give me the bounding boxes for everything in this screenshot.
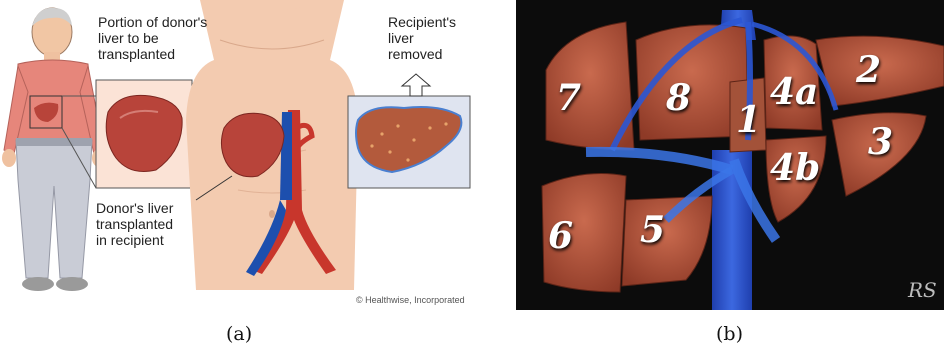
removed-liver-inset [348, 96, 470, 188]
segment-label-4a: 4a [770, 74, 818, 110]
segment-label-2: 2 [856, 52, 881, 88]
segment-label-5: 5 [640, 212, 665, 248]
segment-label-4b: 4b [770, 150, 820, 186]
panel-a-liver-transplant-illustration: Portion of donor's liver to be transplan… [0, 0, 480, 310]
segment-label-7: 7 [556, 80, 581, 116]
credit-text: © Healthwise, Incorporated [356, 295, 465, 305]
caption-b: (b) [716, 323, 743, 345]
donor-figure [2, 8, 106, 291]
recipient-removed-label: Recipient's liver removed [388, 14, 456, 62]
artist-signature: RS [908, 278, 937, 302]
segment-label-6: 6 [548, 218, 573, 254]
panel-b-liver-segments-illustration: 7 8 1 4a 2 3 4b 6 5 RS [516, 0, 944, 310]
segment-label-3: 3 [868, 124, 893, 160]
donor-portion-label: Portion of donor's liver to be transplan… [98, 14, 207, 62]
donor-liver-inset [96, 80, 192, 188]
segment-label-8: 8 [666, 80, 691, 116]
segment-label-1: 1 [736, 102, 761, 138]
removed-liver-arrow [402, 74, 430, 96]
donor-in-recipient-label: Donor's liver transplanted in recipient [96, 200, 173, 248]
recipient-torso [186, 0, 358, 290]
caption-a: (a) [226, 323, 252, 345]
